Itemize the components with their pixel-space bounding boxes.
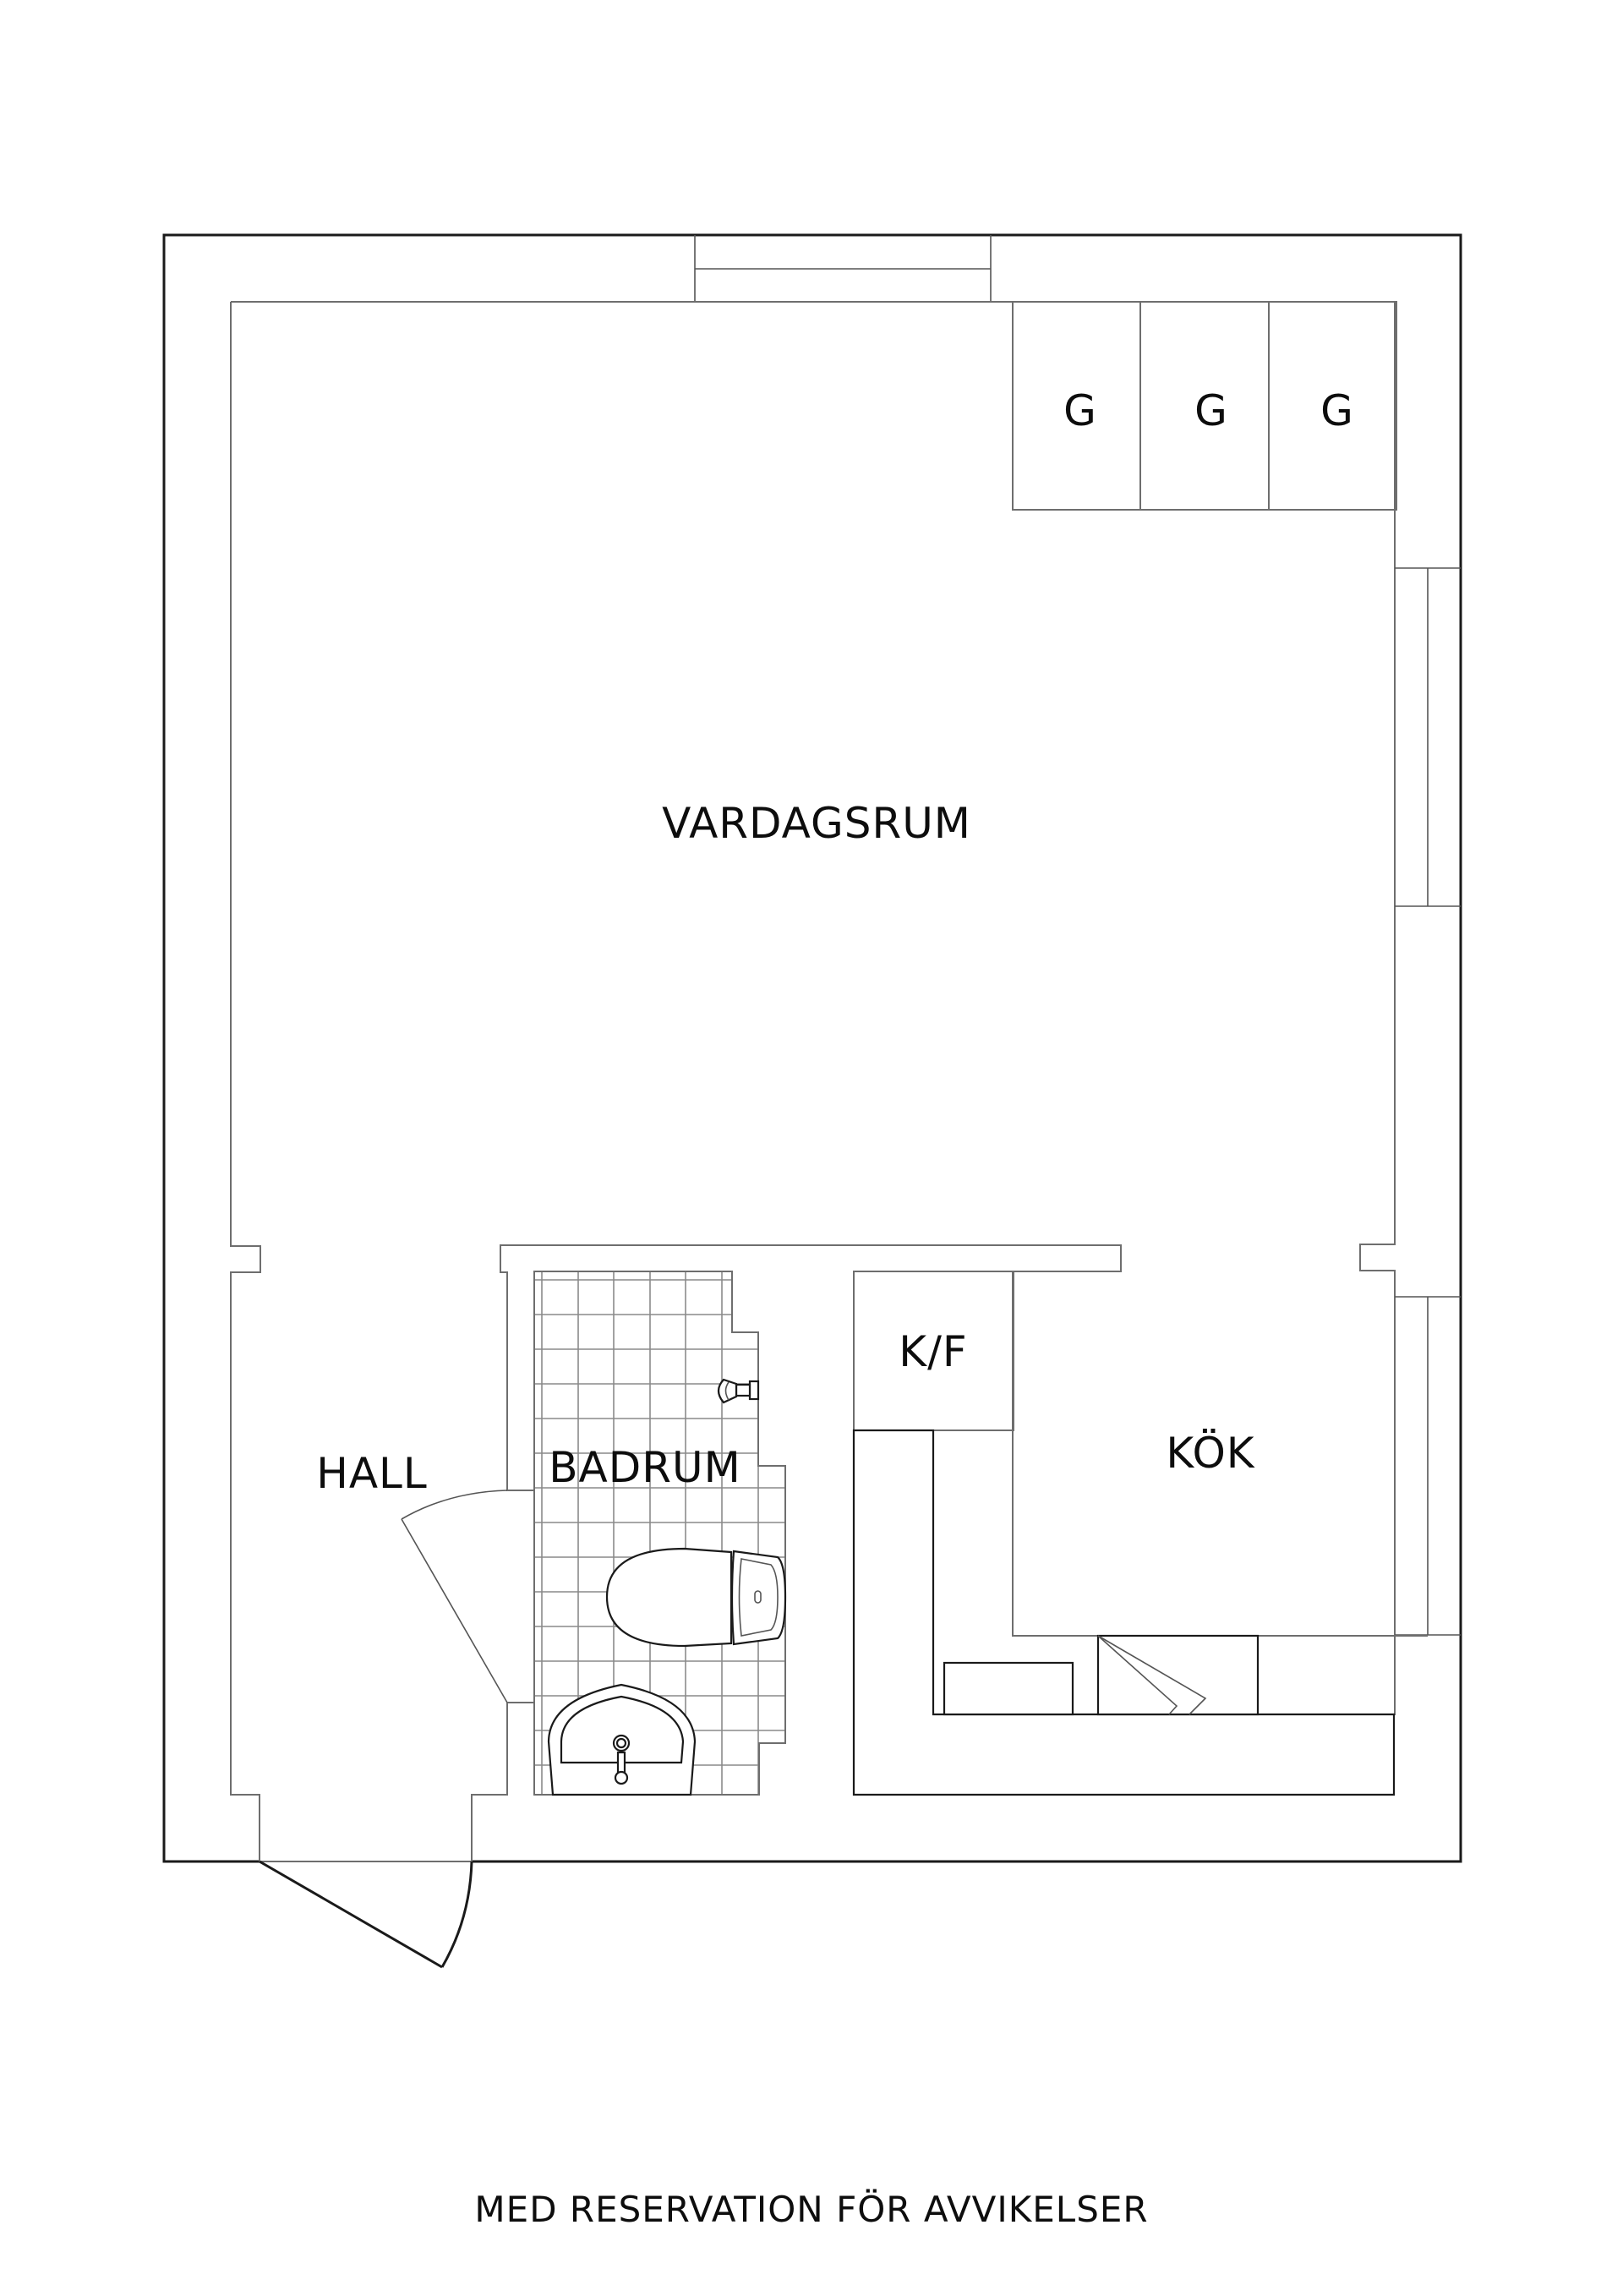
wardrobe-label-3: G	[1320, 386, 1354, 435]
outer-walls	[162, 233, 1462, 1863]
room-label-kitchen: KÖK	[1166, 1429, 1255, 1478]
toilet-icon	[605, 1547, 787, 1648]
top-window	[694, 235, 992, 302]
room-label-hall: HALL	[316, 1449, 428, 1498]
inner-walls	[230, 301, 1396, 1862]
bathroom-sink-icon	[547, 1683, 697, 1796]
room-label-bathroom: BADRUM	[549, 1443, 741, 1492]
right-window-kitchen	[1395, 1296, 1461, 1636]
wardrobes	[1012, 301, 1397, 511]
wardrobe-label-1: G	[1063, 386, 1097, 435]
shower-head-icon	[717, 1378, 760, 1404]
room-label-living-room: VARDAGSRUM	[662, 799, 971, 848]
room-label-fridge-freezer: K/F	[899, 1327, 968, 1376]
bathroom-door	[401, 1490, 508, 1703]
wardrobe-label-2: G	[1194, 386, 1228, 435]
entrance-door	[259, 1860, 473, 1969]
right-window-living	[1395, 567, 1461, 907]
disclaimer-text: MED RESERVATION FÖR AVVIKELSER	[474, 2189, 1149, 2230]
kitchen	[852, 1271, 1428, 1796]
